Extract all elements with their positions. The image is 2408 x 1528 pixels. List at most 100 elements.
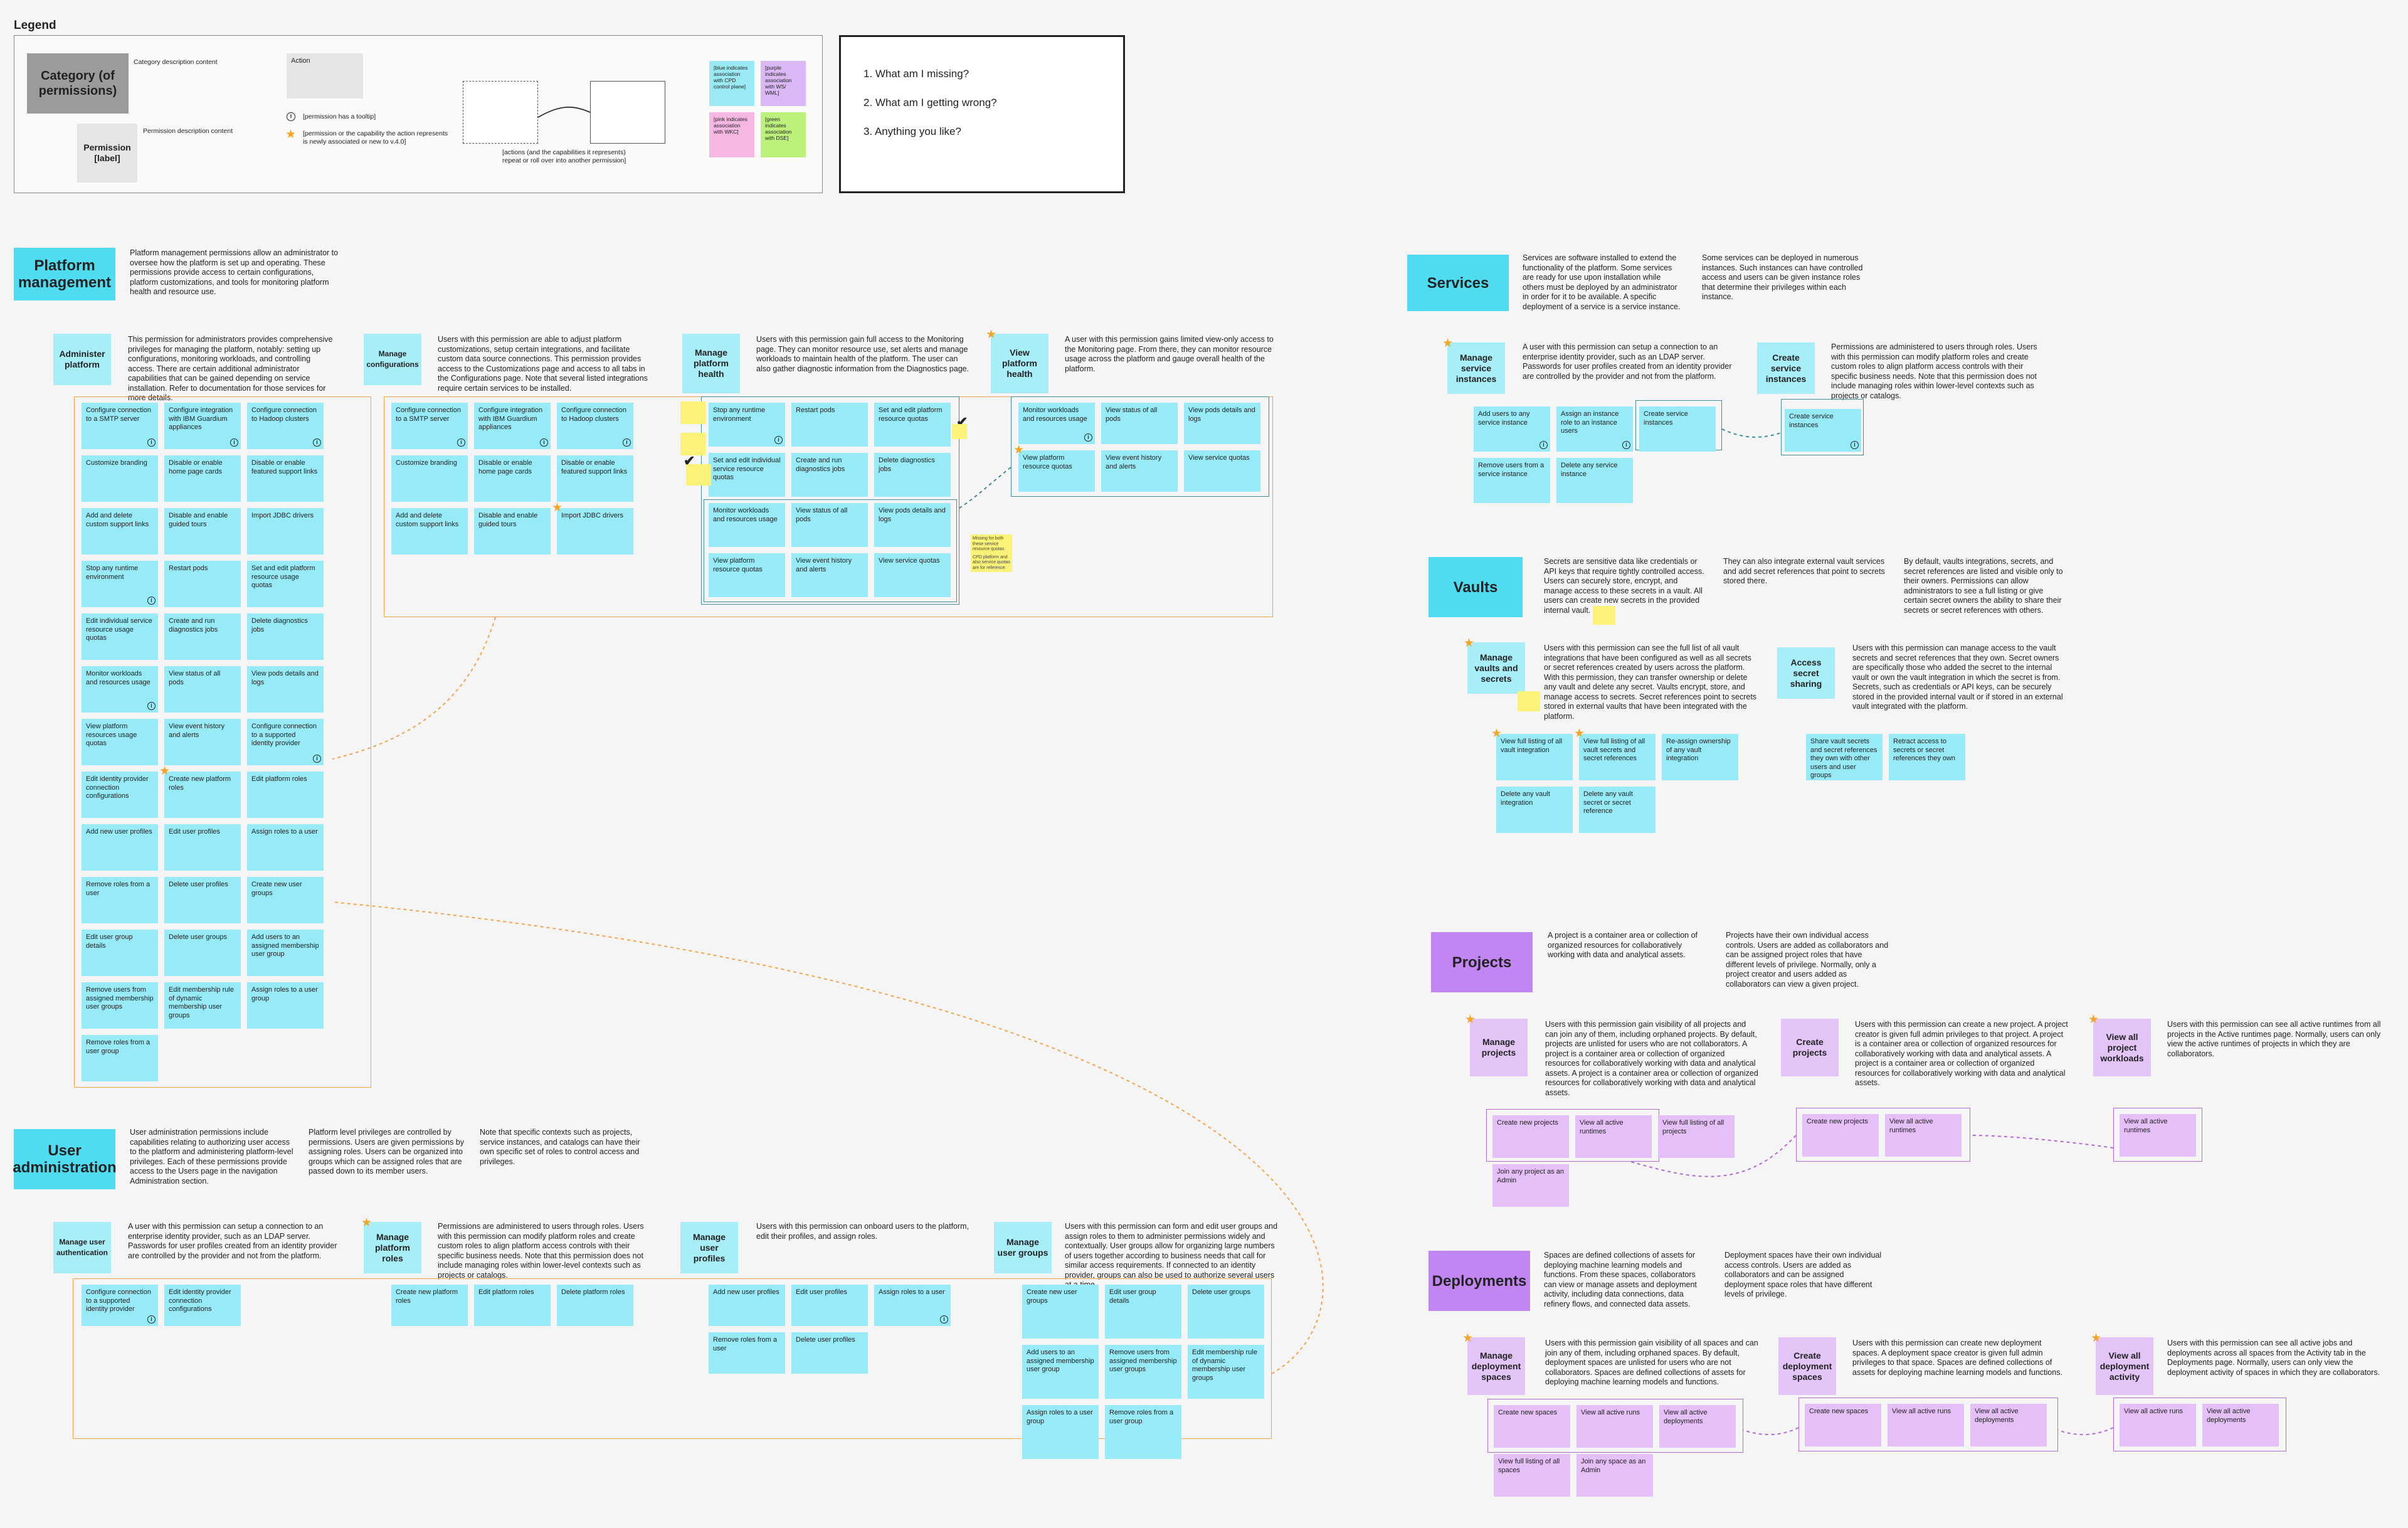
action-note: Edit platform roles xyxy=(474,1285,551,1326)
manage-user-authentication-desc: A user with this permission can setup a … xyxy=(128,1222,337,1260)
deployments-view-subframe xyxy=(2113,1398,2286,1451)
action-note: Set and edit individual service resource… xyxy=(709,453,785,497)
legend-category: Category (of permissions) xyxy=(27,53,129,114)
connector-projects-2 xyxy=(1970,1135,2114,1149)
legend-permission-desc: Permission description content xyxy=(143,127,233,135)
action-note: View platform resources usage quotas xyxy=(82,719,158,765)
connector-services xyxy=(1721,428,1782,438)
action-note: Edit identity provider connection config… xyxy=(82,772,158,818)
action-note: Remove users from assigned membership us… xyxy=(82,982,158,1029)
action-note: Delete any vault integration xyxy=(1496,787,1573,833)
legend-swatch-purple: [purple indicates association with WS/ W… xyxy=(761,61,806,106)
action-note: Create new spaces xyxy=(1805,1404,1881,1446)
deployments-manage-subframe xyxy=(1487,1399,1743,1453)
action-note: Disable or enable featured support links xyxy=(557,455,633,502)
legend-permission: Permission [label] xyxy=(77,124,137,183)
star-icon: ★ xyxy=(1442,337,1454,350)
perm-access-secret-sharing: Access secret sharing xyxy=(1777,647,1835,699)
perm-view-all-deployment-activity: View all deployment activity xyxy=(2096,1337,2153,1395)
perm-manage-configurations: Manage configurations xyxy=(364,334,421,385)
legend-panel: Category (of permissions) Category descr… xyxy=(14,35,823,193)
sticky-text: Missing for both these service resource … xyxy=(973,536,1005,551)
action-note: Restart pods xyxy=(164,561,241,607)
action-note: Disable or enable home page cards xyxy=(164,455,241,502)
action-note: View full listing of all projects xyxy=(1658,1115,1735,1158)
info-icon: i xyxy=(147,597,156,605)
view-all-project-workloads-desc: Users with this permission can see all a… xyxy=(2167,1020,2381,1058)
action-note: Disable and enable guided tours xyxy=(164,508,241,554)
manage-platform-health-desc: Users with this permission gain full acc… xyxy=(756,335,969,373)
info-icon: i xyxy=(540,438,548,447)
action-note: Edit user profiles xyxy=(791,1285,868,1326)
action-note: Add and delete custom support links xyxy=(82,508,158,554)
action-note: Delete diagnostics jobs xyxy=(874,453,951,497)
action-note: Customize branding xyxy=(82,455,158,502)
manage-configurations-desc: Users with this permission are able to a… xyxy=(438,335,648,393)
administer-platform-desc: This permission for administrators provi… xyxy=(128,335,333,402)
info-icon: i xyxy=(230,438,238,447)
deployments-desc-2: Deployment spaces have their own individ… xyxy=(1724,1251,1882,1298)
manage-user-profiles-desc: Users with this permission can onboard u… xyxy=(756,1222,969,1241)
info-icon: i xyxy=(147,702,156,710)
action-note: Configure connection to a supported iden… xyxy=(82,1285,158,1326)
action-note: Configure integration with IBM Guardium … xyxy=(474,403,551,449)
action-note: Assign roles to a user group xyxy=(1022,1405,1099,1459)
action-note: Remove users from a service instance xyxy=(1474,458,1550,503)
action-note: Add and delete custom support links xyxy=(391,508,468,554)
action-note: Delete user profiles xyxy=(791,1332,868,1374)
star-icon: ★ xyxy=(552,501,563,514)
action-note: View full listing of all spaces xyxy=(1494,1454,1570,1497)
question-2: 2. What am I getting wrong? xyxy=(863,97,997,109)
star-icon: ★ xyxy=(2091,1332,2102,1345)
action-note: Delete user profiles xyxy=(164,877,241,923)
action-note: Import JDBC drivers xyxy=(247,508,324,554)
action-note: View service quotas xyxy=(1184,450,1260,492)
action-note: Disable or enable featured support links xyxy=(247,455,324,502)
legend-action: Action xyxy=(287,53,363,98)
star-icon: ★ xyxy=(1462,1332,1474,1345)
action-note: View all active runtimes xyxy=(1885,1114,1962,1157)
projects-create-subframe xyxy=(1796,1108,1970,1162)
question-3: 3. Anything you like? xyxy=(863,125,961,137)
perm-view-all-project-workloads: View all project workloads xyxy=(2093,1019,2151,1076)
perm-manage-service-instances: Manage service instances xyxy=(1447,342,1505,394)
info-icon: i xyxy=(1622,441,1630,449)
sticky-note xyxy=(686,464,711,485)
action-note: Create new spaces xyxy=(1494,1405,1570,1448)
create-projects-desc: Users with this permission can create a … xyxy=(1855,1020,2068,1087)
action-note: Configure connection to a supported iden… xyxy=(247,719,324,765)
perm-manage-projects: Manage projects xyxy=(1470,1019,1528,1076)
action-note: Retract access to secrets or secret refe… xyxy=(1889,734,1965,780)
action-note: Create new user groups xyxy=(1022,1285,1099,1339)
category-platform-management: Platform management xyxy=(14,248,115,300)
action-note: Add users to an assigned membership user… xyxy=(1022,1345,1099,1399)
action-note: View platform resource quotas xyxy=(709,553,785,597)
action-note: View status of all pods xyxy=(791,503,868,547)
action-note: Create and run diagnostics jobs xyxy=(791,453,868,497)
perm-create-service-instances: Create service instances xyxy=(1757,342,1815,394)
action-note: Edit membership rule of dynamic membersh… xyxy=(164,982,241,1029)
perm-administer-platform: Administer platform xyxy=(53,334,111,385)
legend-star-icon: ★ xyxy=(285,128,297,141)
action-note: Configure integration with IBM Guardium … xyxy=(164,403,241,449)
category-deployments: Deployments xyxy=(1428,1251,1530,1311)
action-note: View all active runs xyxy=(1888,1404,1964,1446)
sticky-note xyxy=(680,401,705,424)
view-health-actions-frame xyxy=(1011,396,1269,497)
view-platform-health-desc: A user with this permission gains limite… xyxy=(1065,335,1274,373)
star-icon: ★ xyxy=(1465,1013,1476,1026)
vaults-desc-2: They can also integrate external vault s… xyxy=(1723,557,1885,585)
perm-manage-platform-health: Manage platform health xyxy=(682,334,740,393)
action-note: View pods details and logs xyxy=(1184,403,1260,444)
info-icon: i xyxy=(1539,441,1548,449)
sticky-note xyxy=(952,424,967,439)
category-projects: Projects xyxy=(1431,932,1533,992)
info-icon: i xyxy=(457,438,465,447)
health-view-subframe xyxy=(704,499,957,602)
legend-repeat-note: [actions (and the capabilities it repres… xyxy=(502,149,626,164)
action-note: Edit membership rule of dynamic membersh… xyxy=(1188,1345,1264,1399)
action-note: Create new projects xyxy=(1492,1115,1569,1158)
